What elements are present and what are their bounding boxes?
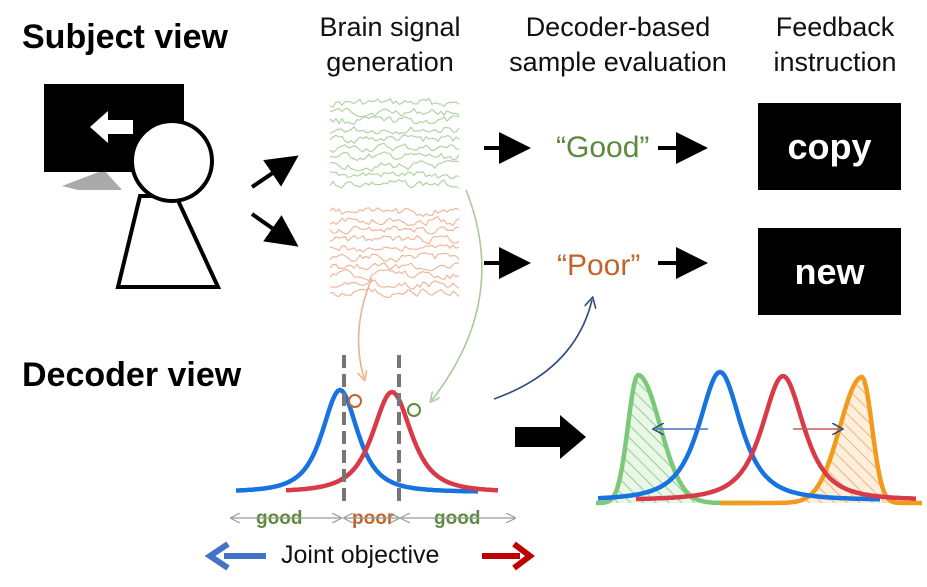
signal-trace (329, 279, 460, 290)
poor-evaluation: “Poor” (557, 249, 641, 282)
signal-trace (329, 207, 460, 218)
feedback-heading-line2: instruction (773, 47, 897, 77)
signal-trace (329, 215, 460, 227)
subject-view-title: Subject view (22, 18, 228, 56)
new-instruction-box: new (758, 228, 901, 315)
green-hatched-area (596, 375, 760, 503)
signal-trace (329, 134, 460, 144)
brain-signal-heading: Brain signal generation (300, 10, 480, 80)
good-sample-marker (407, 403, 421, 417)
signal-trace (330, 151, 460, 162)
orange-hatched-area (720, 377, 922, 503)
decoder-distributions (235, 355, 499, 505)
good-evaluation: “Good” (556, 131, 650, 164)
signal-trace (329, 125, 460, 135)
signal-trace (329, 97, 460, 109)
signal-trace (329, 107, 460, 118)
shifted-red-distribution-curve (635, 373, 916, 502)
person-icon (115, 119, 222, 289)
big-transition-arrow (515, 415, 586, 459)
brain-signal-heading-line1: Brain signal (319, 12, 461, 42)
updated-distributions (596, 369, 922, 506)
signal-trace (329, 160, 460, 172)
right-red-arrow-icon (482, 541, 535, 571)
signal-trace (329, 269, 460, 282)
peach-arrow (359, 277, 373, 378)
signal-trace (329, 252, 460, 263)
feedback-heading: Feedback instruction (752, 10, 918, 80)
brain-signal-heading-line2: generation (326, 47, 454, 77)
red-distribution-curve (285, 389, 499, 493)
orange-distribution-curve (720, 374, 922, 506)
decoder-eval-heading-line1: Decoder-based (525, 12, 711, 42)
blue-distribution-curve (235, 387, 478, 494)
signal-trace (329, 115, 460, 125)
signal-trace (329, 225, 460, 235)
decoder-view-title: Decoder view (22, 356, 242, 394)
copy-instruction-label: copy (787, 125, 872, 167)
left-blue-arrow-icon (204, 541, 266, 571)
sage-arrow (432, 189, 483, 400)
good-signal-traces (329, 97, 460, 189)
navy-arrow (493, 300, 592, 400)
signal-trace (329, 287, 460, 299)
signal-trace (329, 171, 460, 179)
feedback-heading-line1: Feedback (775, 12, 895, 42)
poor-signal-traces (329, 207, 460, 299)
shifted-blue-distribution-curve (597, 369, 880, 502)
signal-trace (329, 262, 460, 272)
arrow-to-signal-bottom (250, 212, 299, 247)
arrow-to-signal-top (250, 155, 299, 189)
signal-trace (329, 234, 460, 245)
joint-objective-label: Joint objective (281, 541, 440, 569)
poor-sample-marker (348, 394, 362, 408)
decoder-eval-heading-line2: sample evaluation (509, 47, 727, 77)
signal-trace (329, 178, 460, 189)
decoder-eval-heading: Decoder-based sample evaluation (495, 10, 741, 80)
new-instruction-label: new (794, 250, 865, 292)
signal-trace (329, 142, 460, 154)
copy-instruction-box: copy (758, 103, 901, 190)
signal-trace (329, 244, 460, 253)
